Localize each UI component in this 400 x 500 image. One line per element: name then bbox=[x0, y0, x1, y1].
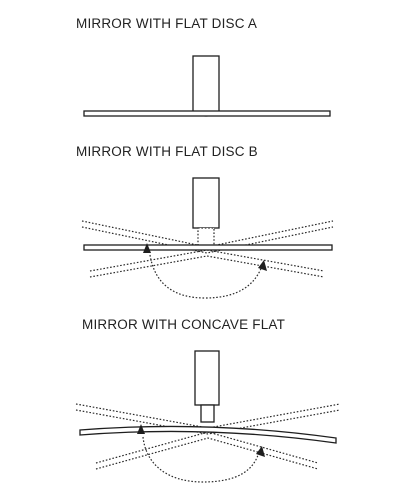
panel-flat-disc-b: MIRROR WITH FLAT DISC B bbox=[76, 144, 334, 299]
mirror-stem bbox=[192, 55, 220, 115]
panel-flat-disc-a: MIRROR WITH FLAT DISC A bbox=[76, 16, 331, 117]
panel-title-flat-disc-a: MIRROR WITH FLAT DISC A bbox=[76, 16, 257, 31]
flat-disc-a bbox=[83, 110, 331, 117]
concave-flat-disc bbox=[79, 425, 337, 444]
tilted-disc-upper-inner bbox=[75, 409, 341, 435]
mirror-stem bbox=[192, 177, 220, 229]
panel-concave-flat: MIRROR WITH CONCAVE FLAT bbox=[75, 317, 341, 483]
arrow-up-icon bbox=[143, 243, 151, 253]
arrow-up-icon bbox=[256, 446, 265, 457]
tilted-disc-lower bbox=[89, 249, 325, 272]
arrow-up-icon bbox=[258, 260, 267, 271]
rotation-arc bbox=[142, 436, 260, 483]
panel-title-concave-flat: MIRROR WITH CONCAVE FLAT bbox=[82, 317, 285, 332]
arrow-up-icon bbox=[137, 424, 145, 434]
flat-disc-b bbox=[83, 244, 333, 251]
joint-neck bbox=[200, 404, 215, 423]
panel-title-flat-disc-b: MIRROR WITH FLAT DISC B bbox=[76, 144, 258, 159]
rotation-arc bbox=[149, 254, 263, 299]
tilted-disc-lower-inner bbox=[89, 255, 325, 278]
joint-neck bbox=[197, 227, 215, 249]
tilted-disc-lower-inner bbox=[95, 437, 319, 470]
mirror-stem bbox=[194, 350, 220, 406]
